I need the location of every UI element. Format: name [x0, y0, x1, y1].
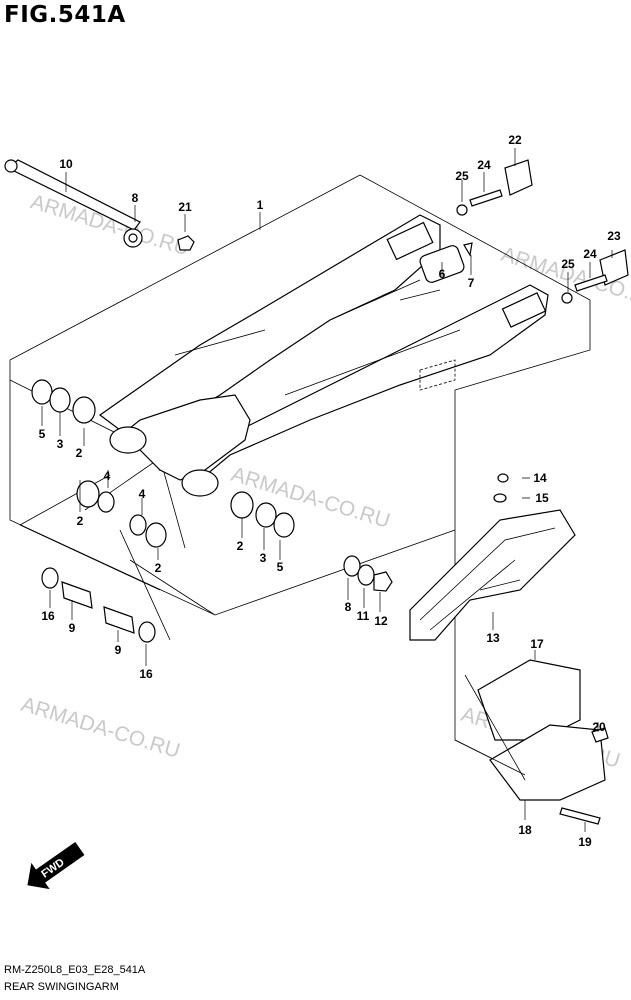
callout-17: 17: [530, 637, 544, 651]
callout-6: 6: [439, 267, 446, 281]
callout-5b: 5: [277, 560, 284, 574]
callout-21: 21: [178, 200, 192, 214]
callout-19: 19: [578, 835, 592, 849]
swingarm-body: [98, 214, 549, 497]
callout-24: 24: [477, 158, 491, 172]
callout-7: 7: [468, 276, 475, 290]
callout-18: 18: [518, 823, 532, 837]
fwd-arrow-icon: FWD: [27, 841, 85, 890]
part-10-pivot-shaft: [4, 159, 141, 231]
callout-25b: 25: [561, 257, 575, 271]
watermark-3: ARMADA-CO.RU: [229, 463, 393, 533]
figure-title: FIG.541A: [4, 2, 126, 28]
callout-25: 25: [455, 169, 469, 183]
callout-20: 20: [592, 720, 606, 734]
callout-numbers: 10 8 21 1 22 24 25 23 24 25 6 7 5 3 2 4 …: [39, 133, 621, 849]
callout-22: 22: [508, 133, 522, 147]
part-21-nut: [177, 235, 195, 251]
callout-16b: 16: [139, 667, 153, 681]
callout-16: 16: [41, 609, 55, 623]
callout-10: 10: [59, 157, 73, 171]
callout-9: 9: [69, 621, 76, 635]
right-adjusters: [419, 159, 629, 304]
callout-2d: 2: [237, 539, 244, 553]
left-bearings: [31, 379, 393, 643]
leader-lines: [41, 148, 613, 832]
diagram-code: RM-Z250L8_E03_E28_541A: [4, 964, 146, 976]
callout-1: 1: [257, 198, 264, 212]
callout-14: 14: [533, 471, 547, 485]
callout-4b: 4: [139, 487, 146, 501]
callout-4: 4: [104, 469, 111, 483]
callout-3: 3: [57, 437, 64, 451]
subassembly-outline: [19, 457, 186, 641]
callout-13: 13: [486, 631, 500, 645]
watermarks: ARMADA-CO.RU: [28, 190, 192, 260]
callout-2b: 2: [77, 514, 84, 528]
callout-2c: 2: [155, 561, 162, 575]
callout-8b: 8: [345, 600, 352, 614]
watermark-4: ARMADA-CO.RU: [19, 693, 183, 763]
callout-2: 2: [76, 446, 83, 460]
diagram-caption: REAR SWINGINGARM: [4, 981, 119, 993]
chain-guide-assembly: [409, 473, 609, 825]
callout-15: 15: [535, 491, 549, 505]
watermark-1: ARMADA-CO.RU: [28, 190, 192, 260]
assembly-outline: [9, 174, 591, 776]
callout-23: 23: [607, 229, 621, 243]
callout-11: 11: [357, 609, 370, 623]
callout-8: 8: [132, 191, 139, 205]
callout-12: 12: [374, 614, 388, 628]
callout-24b: 24: [583, 247, 597, 261]
callout-9b: 9: [115, 643, 122, 657]
callout-3b: 3: [260, 551, 267, 565]
callout-5: 5: [39, 427, 46, 441]
